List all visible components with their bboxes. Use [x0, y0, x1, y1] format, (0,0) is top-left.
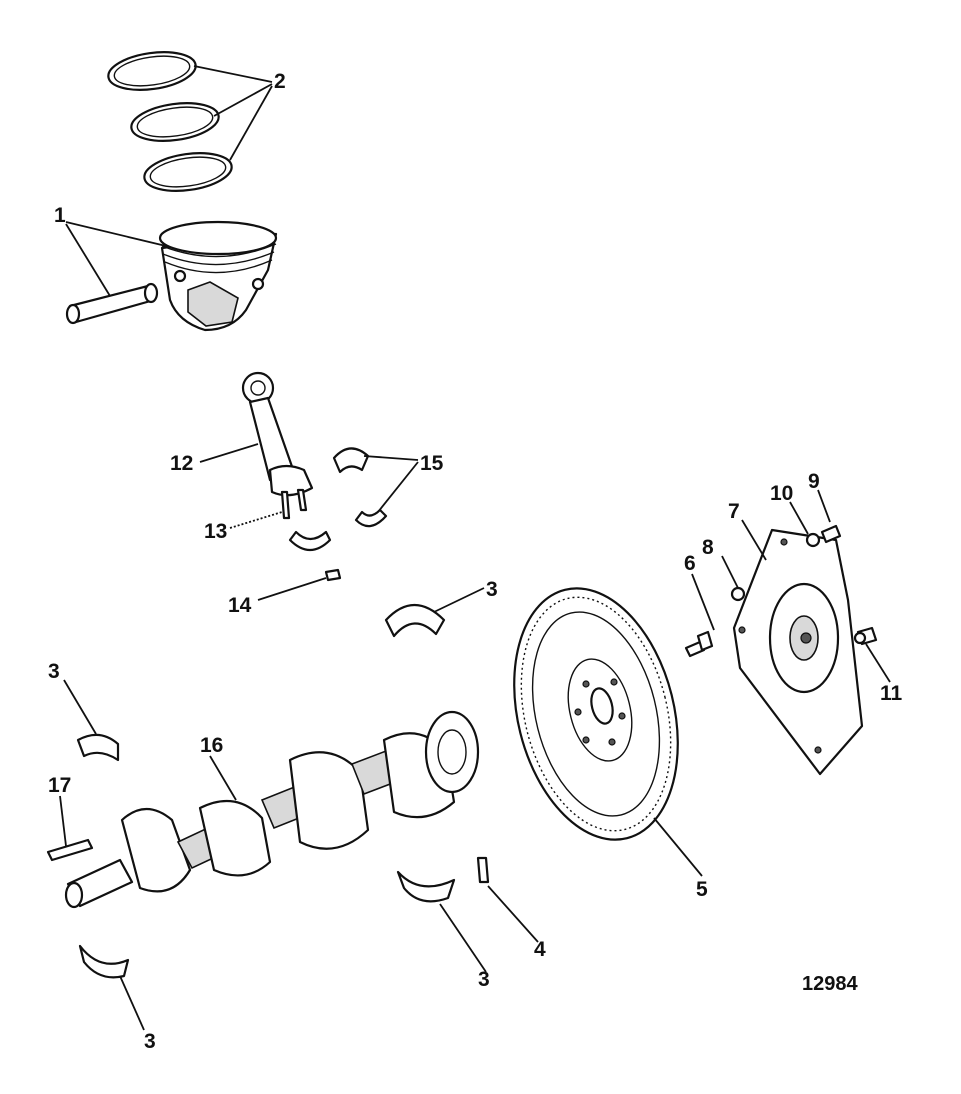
- callout-14: 14: [228, 594, 252, 617]
- callout-12: 12: [170, 452, 193, 475]
- dowel-pin: [46, 838, 94, 862]
- callout-8: 8: [702, 536, 714, 559]
- callout-6: 6: [684, 552, 696, 575]
- leader-lines: [59, 65, 891, 1031]
- callout-11: 11: [880, 682, 903, 705]
- piston-assembly: [65, 220, 278, 332]
- callout-15: 15: [420, 452, 444, 475]
- coupler-plate: [732, 528, 864, 776]
- screw-and-washer: [805, 524, 842, 548]
- callout-3: 3: [48, 660, 60, 683]
- callout-labels: 1 2 3 3 3 3 4 5 6 7 8 9 10 11 12 13 14 1…: [48, 70, 903, 1053]
- key: [476, 856, 490, 884]
- piston-rings: [107, 51, 233, 192]
- callout-3: 3: [486, 578, 498, 601]
- callout-2: 2: [274, 70, 286, 93]
- flywheel-bolt: [684, 630, 714, 658]
- callout-17: 17: [48, 774, 71, 797]
- main-bearing-left: [76, 733, 120, 762]
- callout-7: 7: [728, 500, 740, 523]
- small-fitting: [324, 568, 342, 582]
- rod-bearings: [288, 447, 388, 552]
- crankshaft: [64, 710, 480, 909]
- callout-4: 4: [534, 938, 546, 961]
- callout-13: 13: [204, 520, 227, 543]
- callout-10: 10: [770, 482, 793, 505]
- callout-3: 3: [478, 968, 490, 991]
- callout-5: 5: [696, 878, 708, 901]
- callout-16: 16: [200, 734, 223, 757]
- main-bearing-lower-mid: [396, 870, 456, 903]
- coupler-fitting: [853, 626, 878, 646]
- main-bearing-lower-left: [78, 944, 130, 979]
- callout-1: 1: [54, 204, 66, 227]
- connecting-rod: [241, 371, 314, 520]
- figure-number: 12984: [802, 973, 858, 995]
- plug: [730, 586, 746, 602]
- callout-9: 9: [808, 470, 820, 493]
- flywheel: [513, 587, 679, 841]
- main-bearing-upper: [384, 604, 446, 638]
- callout-3: 3: [144, 1030, 156, 1053]
